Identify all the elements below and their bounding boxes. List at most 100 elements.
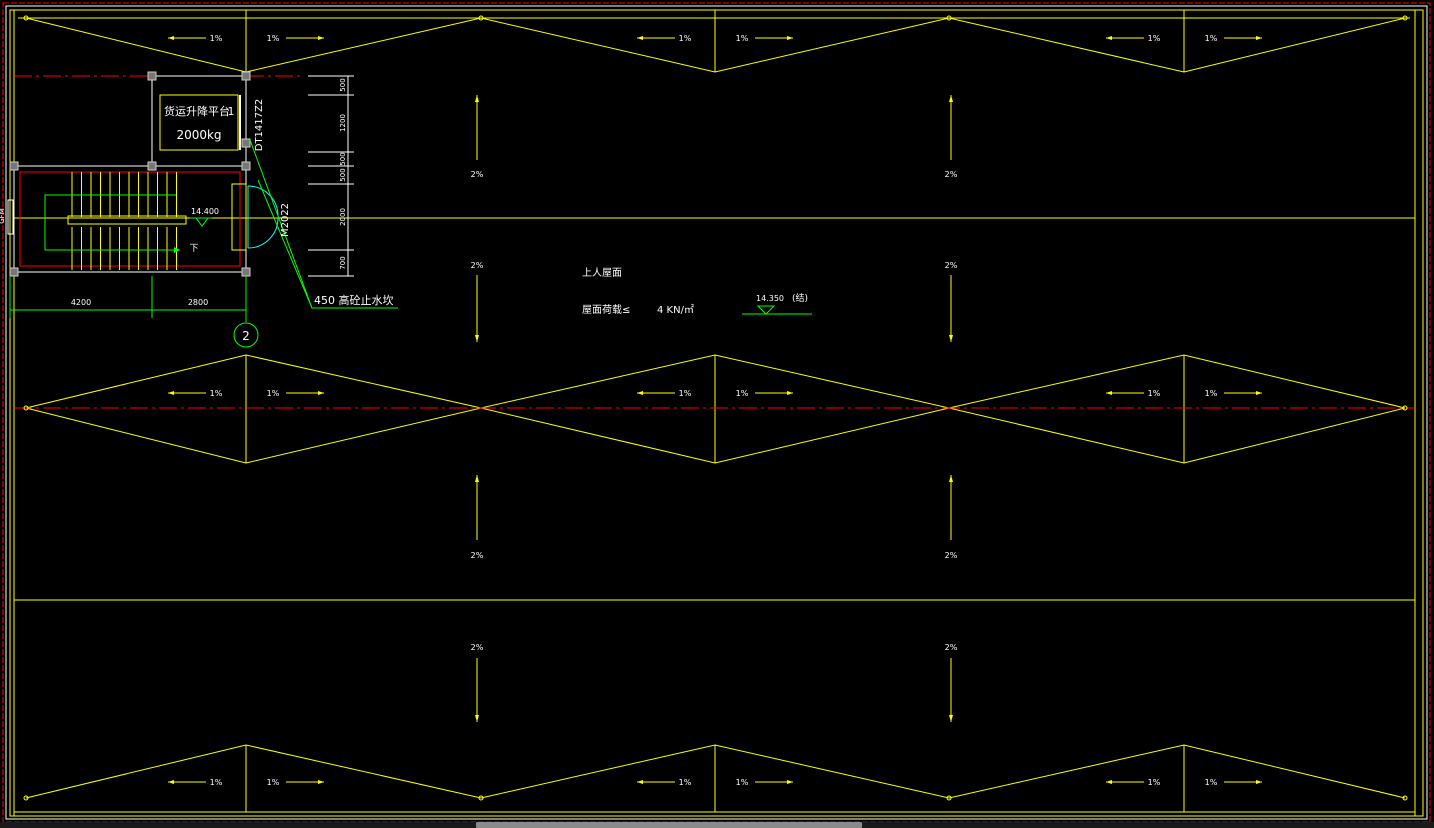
- slope-label-2pct: 2%: [471, 170, 484, 179]
- slope-arrow-head: [168, 36, 174, 40]
- down-mark: 下: [189, 244, 198, 254]
- structural-column: [147, 161, 157, 171]
- slope-label-1pct: 1%: [1148, 389, 1161, 398]
- left-window: [7, 199, 14, 235]
- left-edge-code: GFM: [0, 208, 6, 224]
- elevation-symbol: [195, 217, 209, 227]
- lift-room-wall: [151, 75, 247, 167]
- slope-arrow-vertical-head: [949, 715, 953, 722]
- structural-column: [241, 71, 251, 81]
- slope-label-2pct: 2%: [471, 551, 484, 560]
- slope-arrow-head: [168, 391, 174, 395]
- structural-column: [147, 71, 157, 81]
- roof-load-value: 4 KN/㎡: [657, 304, 694, 316]
- slope-label-2pct: 2%: [471, 261, 484, 270]
- roof-load-label: 屋面荷载≤: [582, 304, 630, 316]
- slope-label-1pct: 1%: [210, 34, 223, 43]
- slope-label-1pct: 1%: [679, 34, 692, 43]
- dim-vertical-text: 500: [339, 152, 347, 165]
- roof-level-symbol: [756, 305, 776, 315]
- axis-bubble-label: 2: [242, 329, 250, 343]
- slope-arrow-head: [1256, 780, 1262, 784]
- slope-label-1pct: 1%: [1148, 34, 1161, 43]
- roof-level-text: 14.350: [756, 294, 784, 303]
- slope-label-2pct: 2%: [945, 551, 958, 560]
- slope-arrow-vertical-head: [475, 475, 479, 482]
- slope-label-1pct: 1%: [267, 389, 280, 398]
- slope-label-2pct: 2%: [945, 261, 958, 270]
- slope-arrow-head: [787, 36, 793, 40]
- slope-arrow-head: [168, 780, 174, 784]
- annotations: 1%1%1%1%1%1%1%1%1%1%1%1%1%1%1%1%1%1%2%2%…: [0, 34, 1218, 787]
- slope-arrow-head: [318, 36, 324, 40]
- stair-elevation-text: 14.400: [191, 207, 219, 216]
- structural-column: [241, 267, 251, 277]
- lift-platform-box: [159, 94, 239, 151]
- door-code: M2022: [280, 203, 291, 237]
- slope-label-1pct: 1%: [1205, 389, 1218, 398]
- drain-node: [478, 15, 484, 21]
- structural-column: [241, 161, 251, 171]
- drain-node: [1402, 15, 1408, 21]
- slope-arrow-vertical-head: [949, 95, 953, 102]
- axis-bubble-circle: [233, 322, 259, 348]
- dim-vertical-text: 500: [339, 78, 347, 91]
- slope-label-1pct: 1%: [679, 778, 692, 787]
- roof-ridge-lines: [14, 10, 1415, 812]
- dim-vertical-text: 1200: [339, 114, 347, 132]
- stair-walk-line: [44, 194, 180, 251]
- horizontal-scrollbar-thumb[interactable]: [476, 822, 862, 828]
- slope-label-1pct: 1%: [210, 389, 223, 398]
- slope-arrow-head: [637, 391, 643, 395]
- roof-note-title: 上人屋面: [582, 267, 622, 279]
- drain-node: [1402, 405, 1408, 411]
- slope-label-2pct: 2%: [945, 170, 958, 179]
- roof-level-suffix: (结): [792, 292, 808, 304]
- slope-label-1pct: 1%: [1205, 34, 1218, 43]
- lift-capacity: 2000kg: [176, 128, 221, 142]
- slope-label-2pct: 2%: [471, 643, 484, 652]
- dim-vertical-text: 500: [339, 168, 347, 181]
- stair-walk-arrow: [174, 247, 180, 253]
- stair-room-inner: [19, 171, 241, 267]
- slope-arrow-head: [637, 36, 643, 40]
- slope-arrow-head: [1106, 780, 1112, 784]
- structural-column: [9, 267, 19, 277]
- slope-arrow-head: [318, 780, 324, 784]
- slope-label-1pct: 1%: [1148, 778, 1161, 787]
- structural-column: [241, 138, 251, 148]
- drain-node: [1402, 795, 1408, 801]
- stair-lift-block: [7, 71, 812, 348]
- curb-note: 450 高砼止水坎: [314, 293, 394, 307]
- slope-label-1pct: 1%: [736, 389, 749, 398]
- dim-vertical-text: 2000: [339, 208, 347, 226]
- slope-arrow-head: [1256, 391, 1262, 395]
- slope-arrow-vertical-head: [475, 715, 479, 722]
- slope-arrow-vertical-head: [949, 335, 953, 342]
- slope-arrow-vertical-head: [949, 475, 953, 482]
- lift-door-code: DT1417Z2: [254, 99, 265, 151]
- drain-node: [478, 795, 484, 801]
- curb-leader-line-2: [257, 179, 313, 309]
- drain-node: [23, 405, 29, 411]
- stair-room-wall: [13, 165, 247, 273]
- curb-leader-line: [249, 139, 398, 309]
- slope-label-1pct: 1%: [736, 34, 749, 43]
- lift-number: 1: [228, 105, 235, 118]
- slope-arrow-head: [1106, 391, 1112, 395]
- slope-label-1pct: 1%: [210, 778, 223, 787]
- slope-label-2pct: 2%: [945, 643, 958, 652]
- door-frame: [231, 183, 247, 251]
- slope-label-1pct: 1%: [736, 778, 749, 787]
- outer-border-white: [5, 5, 1428, 820]
- slope-label-1pct: 1%: [267, 34, 280, 43]
- drain-node: [946, 15, 952, 21]
- structural-column: [9, 161, 19, 171]
- stair-handrail: [67, 215, 187, 225]
- slope-arrow-vertical-head: [475, 335, 479, 342]
- slope-arrow-head: [1256, 36, 1262, 40]
- slope-arrow-head: [787, 391, 793, 395]
